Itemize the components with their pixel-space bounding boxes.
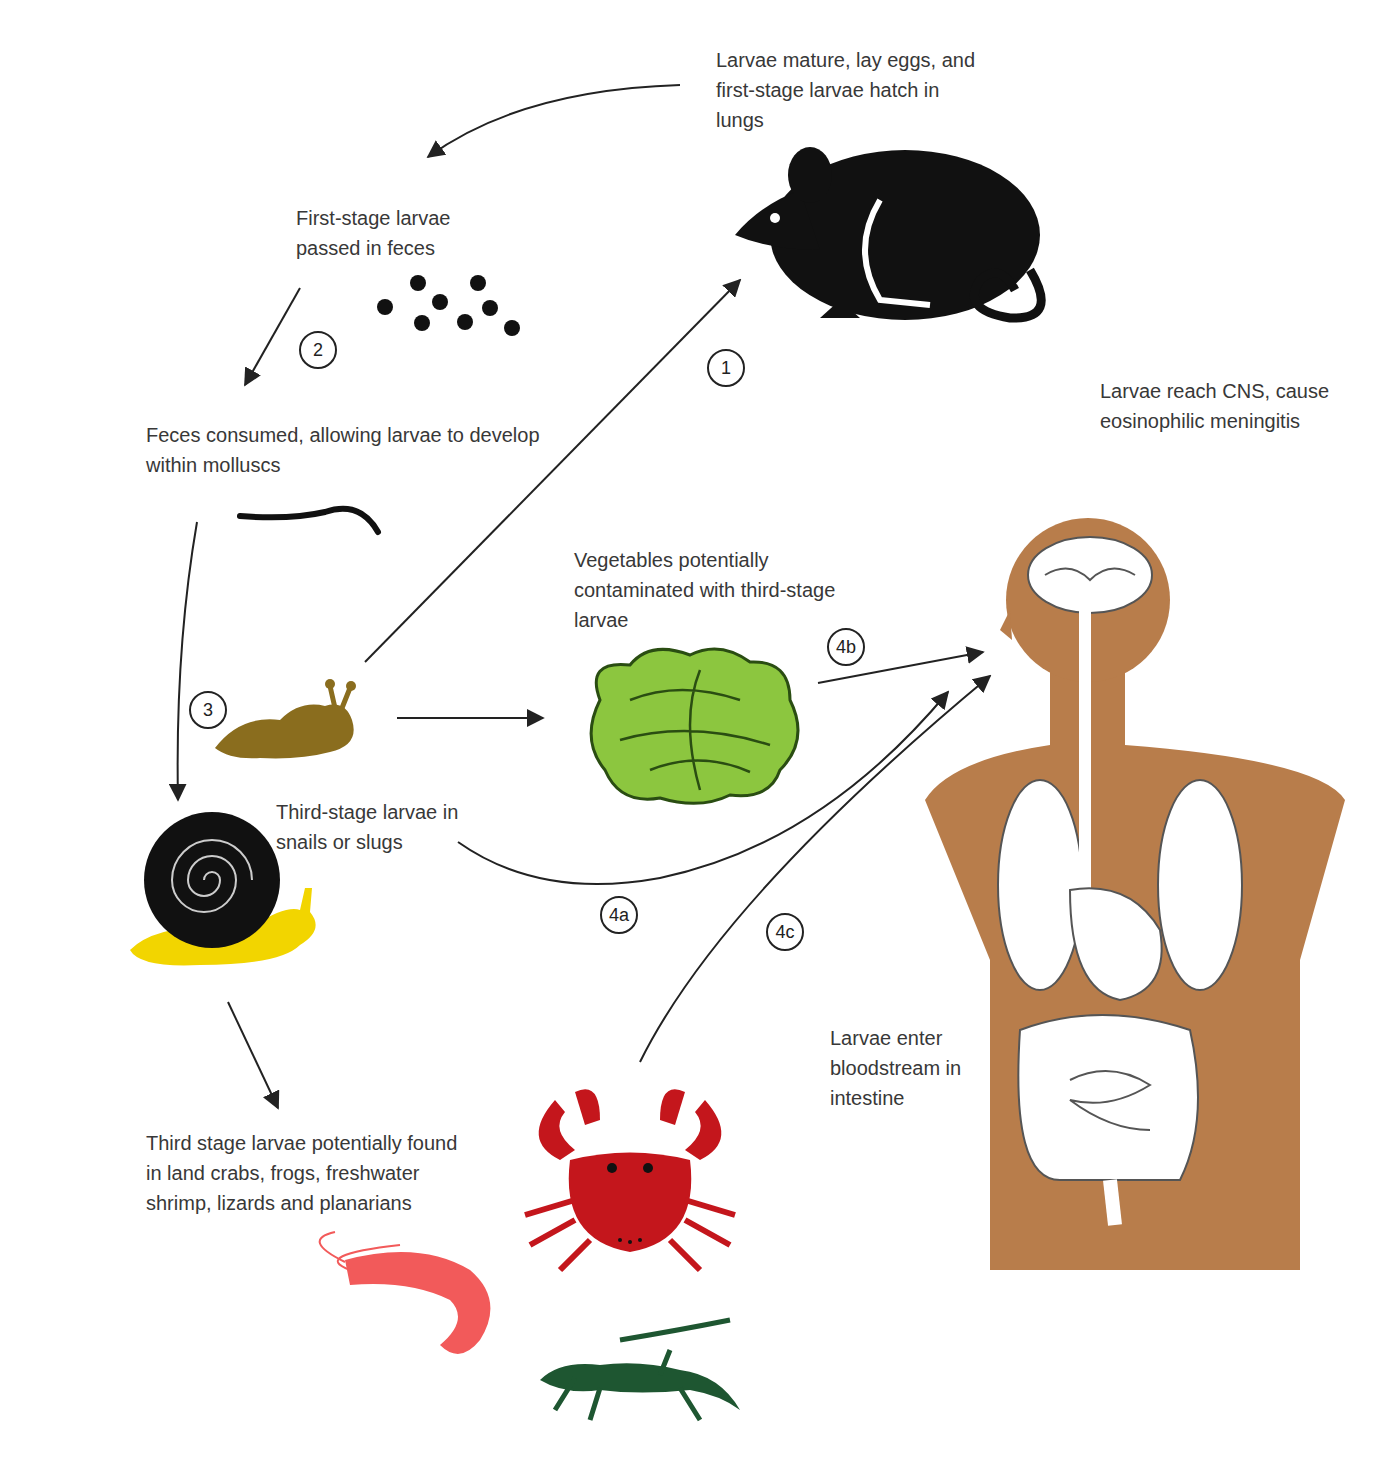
callout-number: 2 [299, 331, 337, 369]
feces-dots [377, 275, 520, 336]
lettuce-icon [591, 649, 798, 803]
stage-label: Larvae enter bloodstream in intestine [830, 1023, 982, 1113]
stage-label: First-stage larvae passed in feces [296, 203, 506, 263]
stage-label: Third stage larvae potentially found in … [146, 1128, 476, 1218]
callout-number: 4c [766, 913, 804, 951]
stage-label: Third-stage larvae in snails or slugs [276, 797, 486, 857]
callout-number: 1 [707, 349, 745, 387]
human-body [925, 518, 1345, 1270]
callout-number: 4a [600, 896, 638, 934]
lizard-icon [540, 1320, 740, 1420]
callout-number: 4b [827, 628, 865, 666]
stage-label: Feces consumed, allowing larvae to devel… [146, 420, 546, 480]
slug-icon [215, 679, 356, 758]
cycle-arrows [178, 85, 990, 1108]
stage-label: Larvae mature, lay eggs, and first-stage… [716, 45, 991, 135]
shrimp-icon [320, 1232, 491, 1354]
stage-label: Vegetables potentially contaminated with… [574, 545, 844, 635]
rat-icon [735, 147, 1041, 320]
callout-number: 3 [189, 691, 227, 729]
larva-icon [240, 509, 378, 532]
crab-icon [525, 1089, 735, 1270]
stage-label: Larvae reach CNS, cause eosinophilic men… [1100, 376, 1340, 436]
